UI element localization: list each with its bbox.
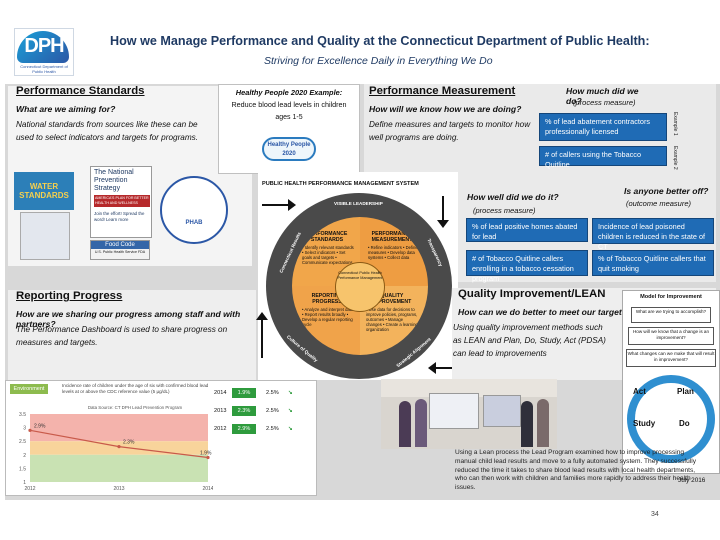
diagram-quadrants: PERFORMANCE STANDARDS • Identify relevan… — [292, 217, 428, 355]
quadrant-body-reporting: • Analyze and interpret data • Report re… — [302, 307, 354, 327]
performance-standards-heading: Performance Standards — [16, 85, 145, 97]
row-value: 1.9% — [232, 388, 256, 398]
food-code-cover: Food Code U.S. Public Health Service FDA — [90, 240, 150, 260]
pm-question: How will we know how we are doing? — [369, 104, 522, 114]
dashboard-table: 2014 1.9% 2.5% ↘ 2013 2.3% 2.5% ↘ 2012 2.9% 2.5% ↘ — [214, 386, 314, 440]
pdsa-plan: Plan — [677, 387, 694, 396]
quadrant-title-qi: QUALITY IMPROVEMENT — [372, 293, 412, 305]
prevention-strategy-cover: The National Prevention Strategy AMERICA… — [90, 166, 152, 238]
row-year: 2013 — [214, 408, 227, 414]
pm-body: Define measures and targets to monitor h… — [369, 120, 531, 142]
x-tick-label: 2012 — [24, 486, 35, 492]
diagram-title: PUBLIC HEALTH PERFORMANCE MANAGEMENT SYS… — [262, 181, 419, 187]
healthy-report-cover — [20, 212, 70, 260]
reporting-progress-panel — [8, 290, 256, 384]
quadrant-title-standards: PERFORMANCE STANDARDS — [306, 231, 348, 243]
performance-measurement-heading: Performance Measurement — [369, 85, 516, 97]
y-tick-label: 3 — [23, 426, 26, 432]
y-tick-label: 1 — [23, 480, 26, 486]
arrow-right-icon — [262, 199, 296, 211]
report-date: July 2016 — [678, 477, 706, 484]
row-value: 2.9% — [232, 424, 256, 434]
better-off-label: Is anyone better off? — [624, 186, 709, 196]
pdsa-do: Do — [679, 419, 690, 428]
ps-body: National standards from sources like the… — [16, 120, 199, 142]
y-tick-label: 1.5 — [19, 466, 26, 472]
reporting-body: The Performance Dashboard is used to sha… — [16, 325, 228, 347]
arrow-up-icon — [256, 312, 268, 358]
quadrant-body-qi: • Use data for decisions to improve poli… — [366, 307, 418, 332]
model-for-improvement: Model for Improvement What are we trying… — [622, 290, 720, 474]
dashboard-row: 2012 2.9% 2.5% ↘ — [214, 422, 314, 436]
measure-box-3: % of lead positive homes abated for lead — [466, 218, 588, 242]
trend-icon: ↘ — [288, 408, 293, 414]
lean-description: Using a Lean process the Lead Program ex… — [455, 449, 697, 492]
reporting-question: How are we sharing our progress among st… — [16, 309, 241, 329]
quadrant-title-reporting: REPORTING PROGRESS — [311, 293, 343, 305]
data-point — [28, 428, 32, 432]
trend-icon: ↘ — [288, 390, 293, 396]
team-photo — [381, 379, 557, 449]
dashboard-chart-title: Data Source: CT DPH Lead Prevention Prog… — [87, 405, 183, 410]
pdsa-study: Study — [633, 419, 656, 428]
ps-question: What are we aiming for? — [16, 104, 116, 114]
row-target: 2.5% — [266, 426, 279, 432]
environment-tag: Environment — [10, 384, 48, 394]
page-number: 34 — [651, 511, 659, 518]
dashboard-row: 2014 1.9% 2.5% ↘ — [214, 386, 314, 400]
qi-heading: Quality Improvement/LEAN — [458, 288, 606, 300]
measure-box-5: # of Tobacco Quitline callers enrolling … — [466, 250, 588, 283]
x-tick-label: 2014 — [202, 486, 213, 492]
row-year: 2012 — [214, 426, 227, 432]
y-tick-label: 2 — [23, 453, 26, 459]
trend-icon: ↘ — [288, 426, 293, 432]
row-year: 2014 — [214, 390, 227, 396]
data-point — [206, 455, 210, 460]
data-label: 1.9% — [200, 451, 212, 457]
process-label-1: (process measure) — [573, 98, 636, 107]
dashboard-row: 2013 2.3% 2.5% ↘ — [214, 404, 314, 418]
header-bar — [5, 22, 720, 84]
example-1-label: Example 1 — [672, 112, 678, 136]
example-2-label: Example 2 — [672, 146, 678, 170]
measure-box-6: % of Tobacco Quitline callers that quit … — [592, 250, 714, 276]
row-value: 2.3% — [232, 406, 256, 416]
measure-box-1: % of lead abatement contractors professi… — [539, 113, 667, 141]
page-subtitle: Striving for Excellence Daily in Everyth… — [264, 55, 493, 67]
row-target: 2.5% — [266, 408, 279, 414]
ring-label-top: VISIBLE LEADERSHIP — [334, 201, 383, 206]
how-well-label: How well did we do it? — [467, 192, 559, 202]
dph-logo: DPH Connecticut Department of Public Hea… — [14, 28, 74, 76]
healthy-people-logo: Healthy People 2020 — [262, 137, 316, 161]
arrow-down-icon — [437, 196, 449, 228]
data-point — [117, 445, 121, 449]
phab-seal: PHAB — [160, 176, 228, 244]
quadrant-body-measurement: • Refine indicators • Define measures • … — [368, 245, 418, 260]
band-red — [30, 414, 208, 442]
quadrant-body-standards: • Identify relevant standards • Select i… — [302, 245, 354, 265]
pdsa-act: Act — [633, 387, 646, 396]
process-label-2: (process measure) — [473, 206, 536, 215]
reporting-heading: Reporting Progress — [16, 290, 123, 302]
qi-question: How can we do better to meet our targets… — [458, 307, 632, 317]
healthy-people-example: Healthy People 2020 Example: Reduce bloo… — [218, 84, 360, 174]
measure-box-4: Incidence of lead poisoned children is r… — [592, 218, 714, 251]
row-target: 2.5% — [266, 390, 279, 396]
measure-box-2: # of callers using the Tobacco Quitline — [539, 146, 667, 169]
data-label: 2.3% — [123, 440, 135, 446]
y-tick-label: 2.5 — [19, 439, 26, 445]
data-label: 2.9% — [34, 423, 46, 429]
quadrant-title-measurement: PERFORMANCE MEASUREMENT — [371, 231, 413, 243]
x-tick-label: 2013 — [113, 486, 124, 492]
y-tick-label: 3.5 — [19, 412, 26, 418]
diagram-center: Connecticut Public Health Performance Ma… — [335, 262, 385, 312]
outcome-label: (outcome measure) — [626, 199, 692, 208]
qi-body: Using quality improvement methods such a… — [453, 323, 606, 358]
band-green — [30, 454, 208, 482]
dashboard-description: Incidence rate of children under the age… — [62, 383, 209, 394]
page-title: How we Manage Performance and Quality at… — [110, 34, 650, 48]
how-much-label: How much did we do? — [566, 86, 639, 106]
water-standards-image: WATER STANDARDS — [14, 172, 74, 210]
